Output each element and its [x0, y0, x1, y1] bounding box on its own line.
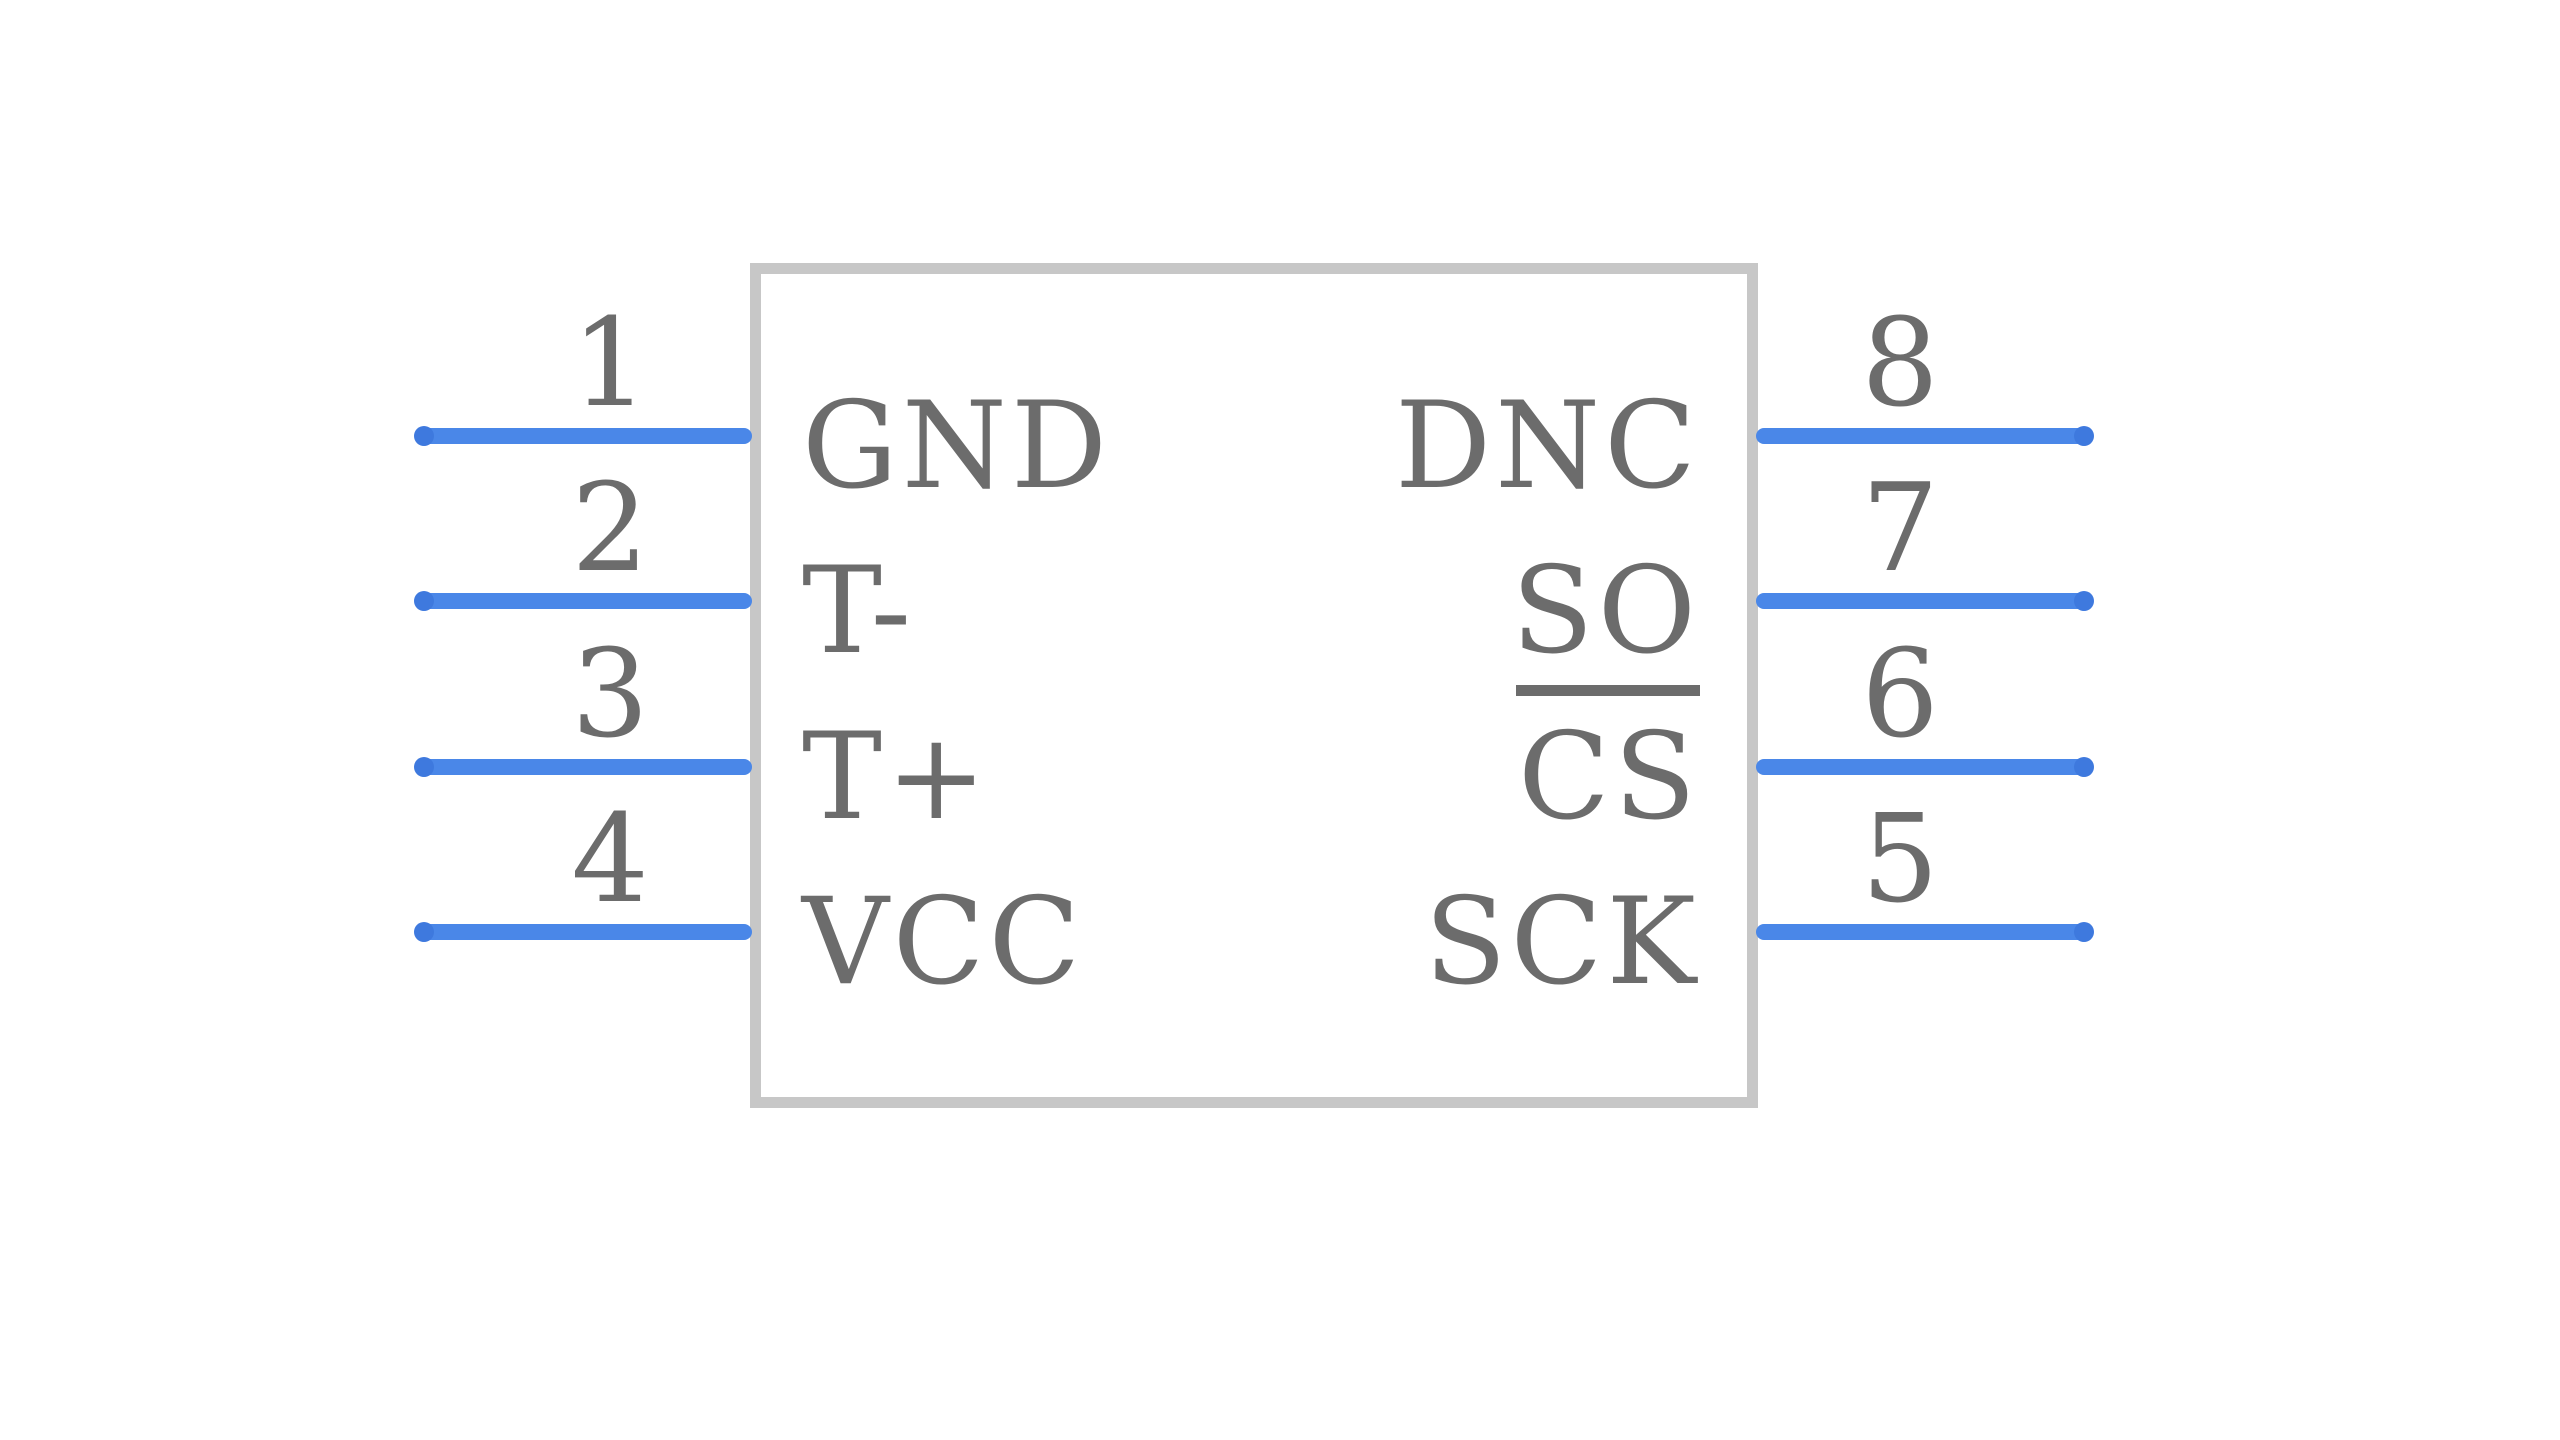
pin-5-number: 5: [1861, 788, 1941, 930]
pin-4-lead-line: [414, 922, 752, 942]
pin-1-number: 1: [571, 292, 651, 434]
pin-8-number: 8: [1861, 292, 1941, 434]
pin-3-number: 3: [571, 623, 651, 765]
pin-6-number: 6: [1861, 623, 1941, 765]
pin-7-lead-line: [1756, 591, 2094, 611]
pin-6-lead-line: [1756, 757, 2094, 777]
pin-5-lead-line: [1756, 922, 2094, 942]
pin-7-number: 7: [1861, 457, 1941, 599]
pin-4-number: 4: [571, 788, 651, 930]
pin-8-lead-line: [1756, 426, 2094, 446]
ic-body: [750, 263, 1758, 1108]
pin-2-lead-line: [414, 591, 752, 611]
pin-3-lead-line: [414, 757, 752, 777]
pin-2-number: 2: [571, 457, 651, 599]
pin-1-lead-line: [414, 426, 752, 446]
